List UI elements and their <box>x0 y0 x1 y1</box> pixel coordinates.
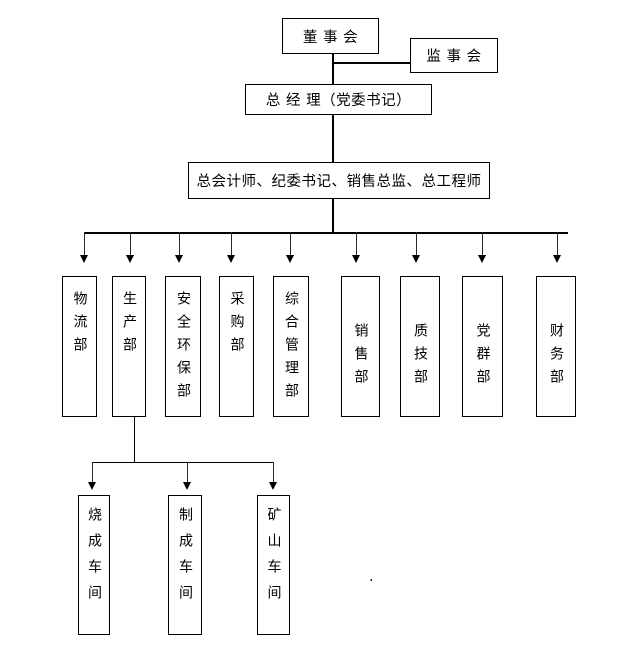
workshop-mining: 矿山车间 <box>257 495 290 635</box>
down-arrow-dept-8-icon <box>477 232 487 263</box>
dept-sales-label: 销售部 <box>352 323 369 392</box>
workshop-finishing-label: 制成车间 <box>177 507 193 611</box>
workshop-sintering: 烧成车间 <box>78 495 110 635</box>
connector-production-to-workshops <box>134 417 135 463</box>
down-arrow-dept-6-icon <box>351 232 361 263</box>
down-arrow-dept-9-icon <box>552 232 562 263</box>
dept-finance-label: 财务部 <box>548 323 564 392</box>
dept-purchasing: 采购部 <box>219 276 254 417</box>
down-arrow-workshop-1-icon <box>87 462 97 490</box>
down-arrow-workshop-2-icon <box>182 462 192 490</box>
dept-general-management: 综合管理部 <box>273 276 309 417</box>
dept-logistics: 物流部 <box>62 276 97 417</box>
dept-purchasing-label: 采购部 <box>228 291 245 360</box>
dept-sales: 销售部 <box>341 276 380 417</box>
connector-to-supervisory <box>333 62 411 64</box>
stray-period-mark: . <box>369 569 374 585</box>
node-supervisory-board: 监 事 会 <box>410 38 498 73</box>
connector-gm-to-executives <box>332 115 334 162</box>
down-arrow-workshop-3-icon <box>268 462 278 490</box>
node-executives: 总会计师、纪委书记、销售总监、总工程师 <box>188 162 490 199</box>
connector-executives-to-bus <box>332 198 334 232</box>
dept-safety-environment: 安全环保部 <box>165 276 201 417</box>
down-arrow-dept-3-icon <box>174 232 184 263</box>
dept-production: 生产部 <box>112 276 146 417</box>
workshop-finishing: 制成车间 <box>168 495 202 635</box>
dept-safety-environment-label: 安全环保部 <box>175 291 191 406</box>
node-supervisory-label: 监 事 会 <box>426 49 482 65</box>
dept-quality-technology-label: 质技部 <box>412 323 428 392</box>
down-arrow-dept-1-icon <box>79 232 89 263</box>
node-board-label: 董 事 会 <box>302 29 359 46</box>
down-arrow-dept-7-icon <box>411 232 421 263</box>
node-general-manager-label: 总 经 理（党委书记） <box>265 93 412 109</box>
dept-production-label: 生产部 <box>121 291 137 360</box>
dept-logistics-label: 物流部 <box>71 291 88 360</box>
connector-board-to-gm <box>332 54 334 84</box>
workshop-sintering-label: 烧成车间 <box>86 507 102 611</box>
dept-finance: 财务部 <box>536 276 576 417</box>
node-executives-label: 总会计师、纪委书记、销售总监、总工程师 <box>196 174 482 190</box>
dept-party-mass-label: 党群部 <box>474 323 491 392</box>
node-board-of-directors: 董 事 会 <box>282 18 379 54</box>
dept-general-management-label: 综合管理部 <box>283 291 299 406</box>
down-arrow-dept-2-icon <box>125 232 135 263</box>
workshops-bus-line <box>92 462 274 463</box>
node-general-manager: 总 经 理（党委书记） <box>245 84 432 115</box>
down-arrow-dept-4-icon <box>226 232 236 263</box>
dept-quality-technology: 质技部 <box>400 276 440 417</box>
workshop-mining-label: 矿山车间 <box>265 507 282 611</box>
down-arrow-dept-5-icon <box>285 232 295 263</box>
dept-party-mass: 党群部 <box>462 276 503 417</box>
departments-bus-line <box>84 232 568 234</box>
